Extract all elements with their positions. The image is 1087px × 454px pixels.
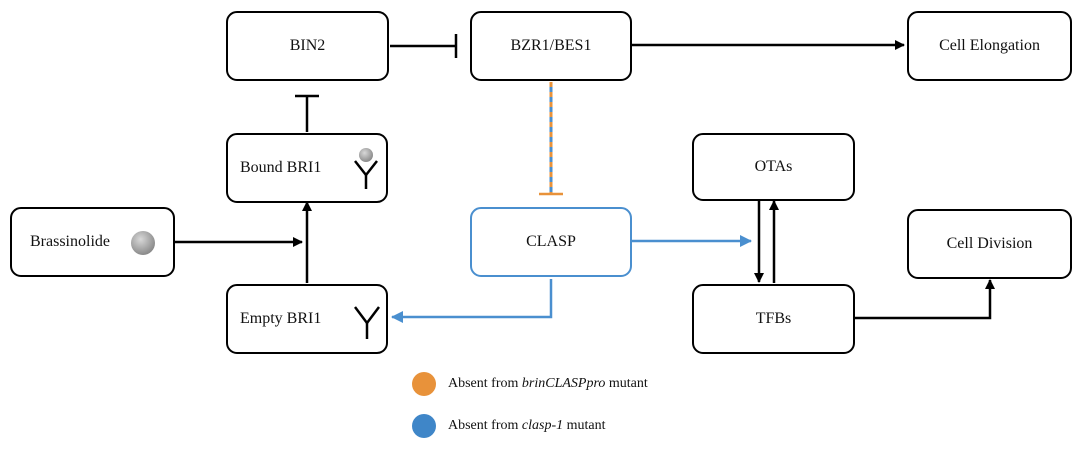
node-cell-elongation: Cell Elongation bbox=[907, 11, 1072, 81]
blue-dot-icon bbox=[412, 414, 436, 438]
legend-item-clasp1: Absent from clasp-1 mutant bbox=[412, 414, 606, 438]
node-otas-label: OTAs bbox=[754, 158, 793, 175]
node-tfbs-label: TFBs bbox=[755, 310, 792, 327]
node-tfbs: TFBs bbox=[692, 284, 855, 354]
legend-item-brinclasppro: Absent from brinCLASPpro mutant bbox=[412, 372, 648, 396]
node-clasp-label: CLASP bbox=[526, 233, 576, 250]
node-otas: OTAs bbox=[692, 133, 855, 201]
bound-receptor-icon bbox=[354, 148, 378, 189]
node-bound-bri1-label: Bound BRI1 bbox=[240, 159, 322, 176]
node-clasp: CLASP bbox=[470, 207, 632, 277]
node-cell-division-label: Cell Division bbox=[946, 235, 1033, 252]
orange-dot-icon bbox=[412, 372, 436, 396]
edge-clasp-to-empty-bri1 bbox=[391, 279, 553, 323]
edge-bin2-inhibits-bzr1 bbox=[390, 34, 458, 58]
edge-bzr1-inhibits-clasp bbox=[539, 82, 563, 196]
node-cell-division: Cell Division bbox=[907, 209, 1072, 279]
node-cell-elongation-label: Cell Elongation bbox=[939, 37, 1040, 54]
node-empty-bri1: Empty BRI1 bbox=[226, 284, 388, 354]
node-brassinolide: Brassinolide bbox=[10, 207, 175, 277]
empty-receptor-icon bbox=[354, 306, 380, 339]
node-bzr1-label: BZR1/BES1 bbox=[510, 37, 592, 54]
node-brassinolide-label: Brassinolide bbox=[30, 233, 110, 250]
edge-tfbs-to-cell-division bbox=[855, 279, 995, 320]
node-bin2-label: BIN2 bbox=[289, 37, 326, 54]
node-bound-bri1: Bound BRI1 bbox=[226, 133, 388, 203]
brassinolide-ball-icon bbox=[131, 231, 155, 255]
legend-text-clasp1: Absent from clasp-1 mutant bbox=[448, 418, 606, 433]
edge-bound-bri1-inhibits-bin2 bbox=[295, 94, 319, 132]
node-bin2: BIN2 bbox=[226, 11, 389, 81]
node-empty-bri1-label: Empty BRI1 bbox=[240, 310, 322, 327]
node-bzr1-bes1: BZR1/BES1 bbox=[470, 11, 632, 81]
legend-text-brinclasppro: Absent from brinCLASPpro mutant bbox=[448, 376, 648, 391]
